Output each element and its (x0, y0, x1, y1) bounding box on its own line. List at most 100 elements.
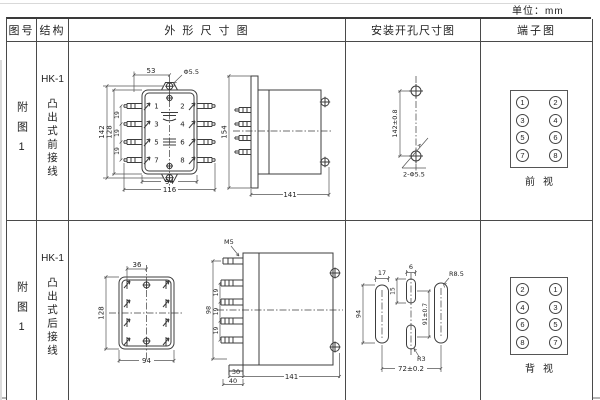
terminal-pin: 3 (516, 113, 529, 127)
dim-19b: 19 (213, 308, 220, 316)
rear-contact-arrows (123, 280, 170, 346)
fig-no-row1: 附图1 (15, 100, 28, 162)
dim-r85: R8.5 (449, 270, 464, 278)
rear-front-dimensions: 36 128 94 (98, 261, 176, 365)
pin-number: 5 (154, 139, 158, 147)
pin-number: 1 (154, 103, 158, 111)
dim-40: 40 (229, 377, 237, 385)
terminal-pin: 4 (516, 300, 529, 314)
mounting-cell-row1: 142±0.8 2-Φ5.5 (346, 42, 481, 221)
spec-table: 图号 结构 外 形 尺 寸 图 安装开孔尺寸图 端子图 附图1 HK-1 凸出式… (6, 17, 593, 400)
mounting-dimensions-row2: 17 94 6 15 91±0.7 R8.5 R3 72±0.2 (355, 263, 464, 373)
pin-number: 7 (154, 157, 158, 165)
terminal-pin: 7 (516, 148, 529, 162)
terminal-pin: 8 (549, 148, 562, 162)
fig-no-cell-row2: 附图1 (7, 221, 37, 400)
terminal-column-right: 2 4 6 8 (549, 96, 562, 162)
header-outline: 外 形 尺 寸 图 (69, 19, 346, 42)
unit-label: 单位：mm (512, 6, 564, 17)
pin-number: 2 (180, 103, 184, 111)
pin-number: 3 (154, 121, 158, 129)
terminal-pin: 8 (516, 335, 529, 349)
view-label-row2: 背视 (525, 364, 561, 375)
relay-body-side-rear (220, 252, 341, 375)
header-mounting: 安装开孔尺寸图 (346, 19, 481, 42)
terminal-pin: 5 (549, 318, 562, 332)
side-dimensions: 154 141 (221, 73, 331, 199)
dim-19c: 19 (114, 147, 121, 155)
contact-arrows (143, 102, 196, 165)
pin-number: 4 (180, 121, 185, 129)
dim-91-07: 91±0.7 (422, 303, 429, 325)
dim-142: 142 (98, 125, 106, 138)
model-row1: HK-1 (41, 74, 64, 85)
front-view-drawing-row1: 1 2 3 4 5 6 7 8 53 Φ5.5 142 (98, 67, 217, 194)
header-fig-no: 图号 (7, 19, 37, 42)
dim-19a: 19 (114, 111, 121, 119)
front-view-drawing-row2: 36 128 94 (98, 261, 184, 365)
dim-6: 6 (409, 263, 413, 271)
dim-15: 15 (390, 287, 397, 295)
mounting-cell-row2: 17 94 6 15 91±0.7 R8.5 R3 72±0.2 (346, 221, 481, 400)
terminal-pin: 5 (516, 131, 529, 145)
dim-128: 128 (106, 125, 114, 138)
front-dimensions: 53 Φ5.5 142 128 19 19 19 94 116 (98, 67, 217, 194)
dim-94: 94 (355, 310, 363, 318)
header-terminal: 端子图 (481, 19, 593, 42)
side-view-drawing-row1: 154 141 (221, 73, 331, 199)
dim-142-08: 142±0.8 (391, 109, 399, 137)
mounting-hole-drawing-row1: 142±0.8 2-Φ5.5 (391, 76, 429, 179)
terminal-cell-row1: 1 3 5 7 2 4 6 8 前视 (481, 42, 593, 221)
terminal-cell-row2: 2 4 6 8 1 3 5 7 背视 (481, 221, 593, 400)
mounting-hole-drawing-row2: 17 94 6 15 91±0.7 R8.5 R3 72±0.2 (355, 263, 464, 373)
structure-row2: 凸出式后接线 (46, 277, 58, 358)
pin-number: 8 (180, 157, 184, 165)
dim-2-holes: 2-Φ5.5 (403, 171, 425, 179)
pin-number: 6 (180, 139, 185, 147)
outline-cell-row2: 36 128 94 (69, 221, 346, 400)
outline-cell-row1: 1 2 3 4 5 6 7 8 53 Φ5.5 142 (69, 42, 346, 221)
terminal-column-left: 2 4 6 8 (516, 283, 529, 349)
terminal-column-left: 1 3 5 7 (516, 96, 529, 162)
terminal-pin: 2 (516, 283, 529, 296)
dim-141: 141 (285, 373, 298, 381)
terminal-pin: 1 (516, 96, 529, 109)
rear-side-dimensions: M5 98 19 19 19 30 141 40 (205, 238, 342, 387)
view-label-row1: 前视 (525, 177, 561, 188)
mounting-slots (375, 278, 448, 350)
relay-body-side (234, 75, 331, 189)
dim-94: 94 (165, 178, 174, 186)
terminal-studs (123, 103, 216, 163)
internal-symbols (161, 112, 178, 146)
structure-row1: 凸出式前接线 (46, 98, 58, 179)
terminal-pin: 4 (549, 113, 562, 127)
model-row2: HK-1 (41, 253, 64, 264)
terminal-pin: 6 (549, 131, 562, 145)
fig-no-row2: 附图1 (15, 281, 28, 342)
dim-19c: 19 (213, 327, 220, 335)
side-view-drawing-row2: M5 98 19 19 19 30 141 40 (205, 238, 343, 387)
dim-r3: R3 (417, 355, 426, 363)
terminal-box-row2: 2 4 6 8 1 3 5 7 (510, 277, 568, 355)
structure-cell-row1: HK-1 凸出式前接线 (37, 42, 69, 221)
header-structure: 结构 (37, 19, 69, 42)
dim-141: 141 (283, 191, 296, 199)
fig-no-cell-row1: 附图1 (7, 42, 37, 221)
terminal-pin: 6 (516, 318, 529, 332)
dim-72-02: 72±0.2 (398, 365, 424, 373)
scan-edge-top (0, 3, 560, 4)
centerlines (109, 265, 184, 361)
mounting-dimensions: 142±0.8 2-Φ5.5 (391, 88, 429, 179)
terminal-pin: 7 (549, 335, 562, 349)
dim-36: 36 (133, 261, 142, 269)
dim-154: 154 (221, 125, 229, 139)
scan-edge-left (0, 60, 2, 400)
front-terminal-numbers: 1 2 3 4 5 6 7 8 (154, 103, 185, 165)
dim-30: 30 (232, 368, 240, 376)
terminal-pin: 2 (549, 96, 562, 109)
terminal-box-row1: 1 3 5 7 2 4 6 8 (510, 90, 568, 168)
dim-17: 17 (378, 269, 386, 277)
thread-label: M5 (224, 238, 234, 246)
dim-116: 116 (163, 186, 177, 194)
